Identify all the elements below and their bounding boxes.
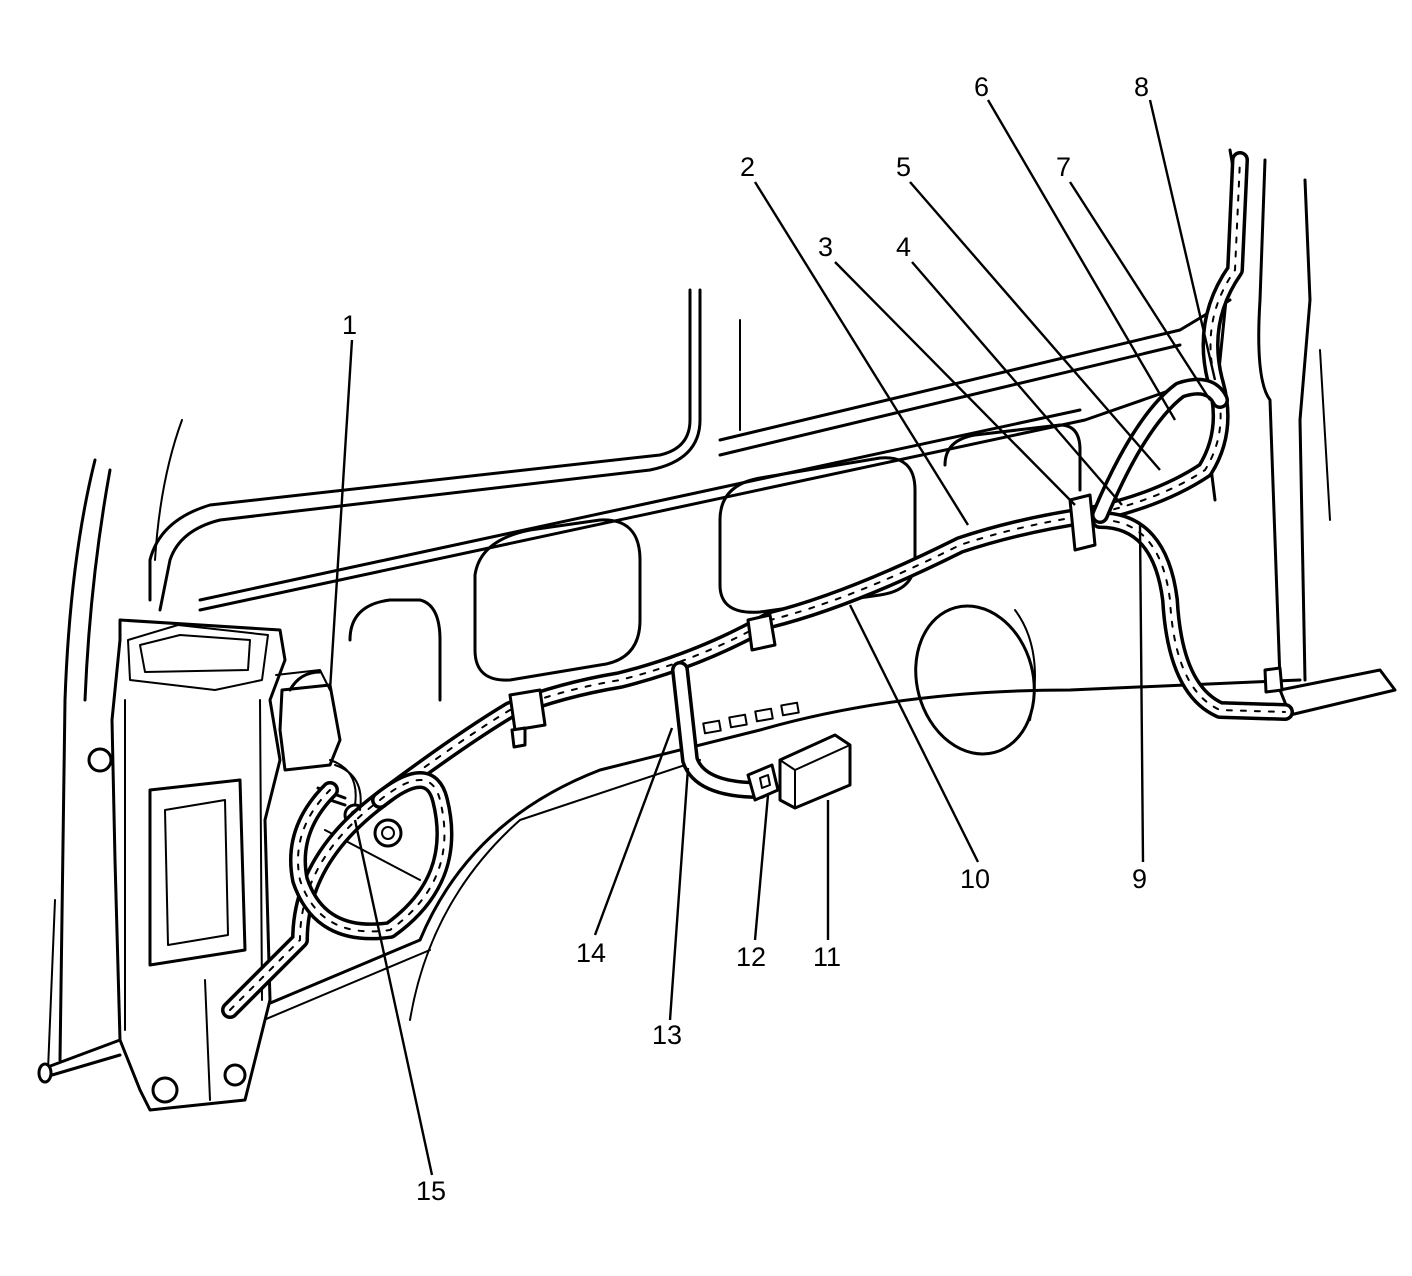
leader-6 (986, 99, 1177, 421)
leader-2 (753, 181, 970, 526)
panel-slots (702, 701, 800, 735)
callout-11: 11 (813, 942, 841, 972)
callout-13: 13 (652, 1020, 682, 1050)
callout-8: 8 (1134, 72, 1149, 102)
callout-7: 7 (1056, 152, 1071, 182)
wiring-harness (221, 151, 1294, 1019)
leader-8 (1148, 99, 1217, 381)
leader-15 (353, 819, 434, 1176)
callout-labels: 1 2 3 4 5 6 7 8 9 10 11 12 13 14 15 (342, 72, 1149, 1206)
callout-12: 12 (736, 942, 766, 972)
callout-14: 14 (576, 938, 606, 968)
callout-9: 9 (1132, 864, 1147, 894)
callout-6: 6 (974, 72, 989, 102)
callout-5: 5 (896, 152, 911, 182)
harness-clips (508, 493, 1284, 749)
leader-lines (328, 99, 1217, 1176)
relay-module (746, 733, 852, 810)
duct-housing (37, 618, 287, 1112)
leader-5 (909, 181, 1161, 471)
callout-10: 10 (960, 864, 990, 894)
callout-1: 1 (342, 310, 357, 340)
callout-4: 4 (896, 232, 911, 262)
leader-3 (834, 261, 1076, 506)
leader-4 (911, 261, 1123, 506)
leader-7 (1068, 181, 1212, 401)
leader-10 (848, 604, 980, 863)
callout-15: 15 (416, 1176, 446, 1206)
leader-12 (753, 794, 770, 941)
callout-2: 2 (740, 152, 755, 182)
callout-3: 3 (818, 232, 833, 262)
leader-14 (593, 727, 674, 936)
leader-13 (668, 767, 690, 1021)
leader-9 (1138, 524, 1145, 863)
leader-1 (328, 339, 354, 691)
